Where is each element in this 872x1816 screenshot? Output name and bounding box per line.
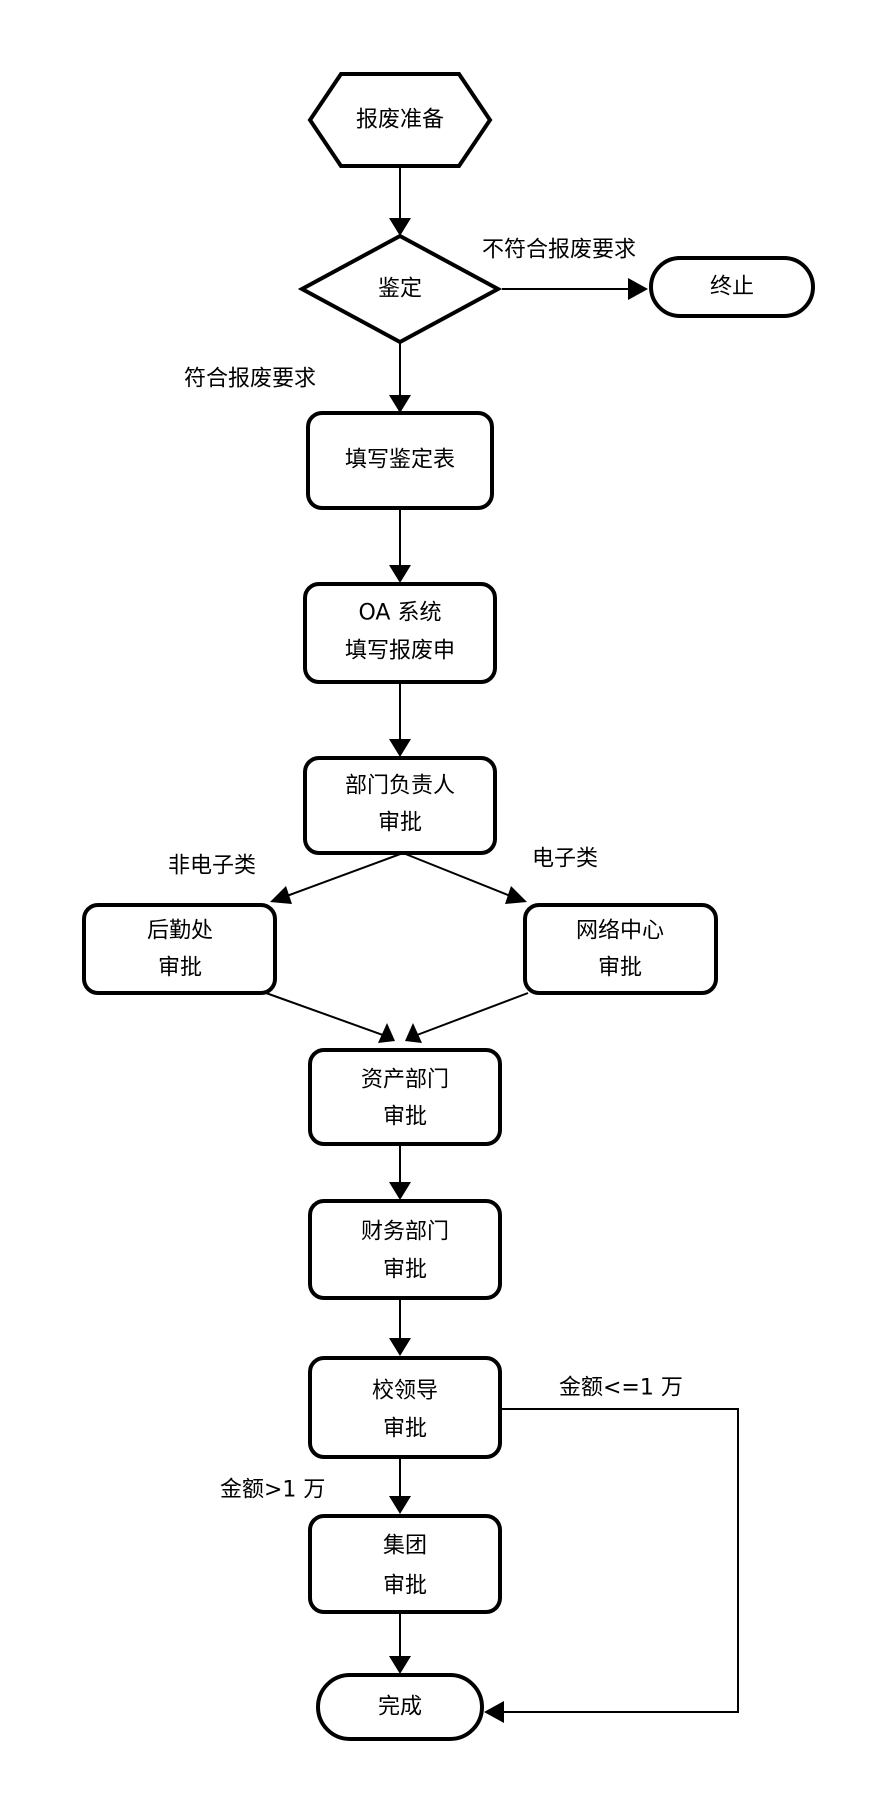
edge-dept-head-to-network [402, 852, 514, 898]
start-label: 报废准备 [356, 108, 444, 133]
logistics-label-line1: 后勤处 [147, 919, 213, 944]
edge-leader-to-complete [500, 1408, 739, 1713]
fill-form-node [306, 411, 494, 510]
arrowhead-finance [389, 1182, 411, 1200]
identify-diamond [297, 233, 503, 345]
asset-dept-label-line1: 资产部门 [361, 1068, 449, 1093]
dept-head-node [303, 756, 497, 855]
edge-label-amount-le: 金额<=1 万 [559, 1376, 683, 1401]
arrowhead-fill-form [389, 395, 411, 413]
arrowhead-asset-right [405, 1023, 422, 1043]
network-center-node [523, 903, 718, 995]
edge-label-non-electronic: 非电子类 [168, 854, 256, 879]
school-leader-label-line1: 校领导 [372, 1379, 438, 1404]
arrowhead-complete-top [389, 1656, 411, 1674]
edge-logistics-to-asset [265, 992, 384, 1036]
logistics-node [82, 903, 277, 995]
arrowhead-complete-side [484, 1701, 504, 1723]
arrowhead-group [389, 1496, 411, 1514]
oa-system-label-line2: 填写报废申 [345, 639, 455, 664]
edge-label-electronic: 电子类 [532, 847, 598, 872]
start-hexagon [307, 72, 493, 168]
oa-system-label-line1: OA 系统 [359, 601, 442, 626]
identify-label: 鉴定 [378, 277, 422, 302]
arrowhead-logistics [270, 886, 292, 904]
network-center-label-line1: 网络中心 [576, 919, 664, 944]
logistics-label-line2: 审批 [158, 956, 202, 981]
terminate-label: 终止 [710, 275, 754, 300]
school-leader-label-line2: 审批 [383, 1417, 427, 1442]
complete-label: 完成 [378, 1695, 422, 1720]
school-leader-node [308, 1356, 502, 1459]
asset-dept-node [308, 1048, 502, 1146]
edge-dept-head-to-logistics [283, 852, 404, 898]
finance-dept-label-line2: 审批 [383, 1258, 427, 1283]
finance-dept-label-line1: 财务部门 [361, 1220, 449, 1245]
arrowhead-oa [389, 565, 411, 583]
group-label-line2: 审批 [383, 1574, 427, 1599]
edge-label-meet: 符合报废要求 [184, 367, 316, 392]
finance-dept-node [308, 1199, 502, 1300]
oa-system-node [303, 582, 497, 684]
group-label-line1: 集团 [383, 1534, 427, 1559]
group-node [308, 1514, 502, 1614]
arrowhead-dept-head [389, 739, 411, 757]
arrowhead-identify [389, 218, 411, 236]
fill-form-label: 填写鉴定表 [345, 448, 455, 473]
dept-head-label-line1: 部门负责人 [345, 774, 455, 799]
edge-label-amount-gt: 金额>1 万 [220, 1478, 325, 1503]
asset-dept-label-line2: 审批 [383, 1105, 427, 1130]
arrowhead-network [505, 886, 527, 904]
arrowhead-asset-left [378, 1023, 395, 1043]
network-center-label-line2: 审批 [598, 956, 642, 981]
edge-network-to-asset [416, 992, 529, 1036]
arrowhead-leader [389, 1338, 411, 1356]
edge-label-not-meet: 不符合报废要求 [482, 238, 636, 263]
dept-head-label-line2: 审批 [378, 811, 422, 836]
complete-node [316, 1673, 484, 1741]
arrowhead-terminate [628, 278, 648, 300]
terminate-node [649, 256, 815, 318]
